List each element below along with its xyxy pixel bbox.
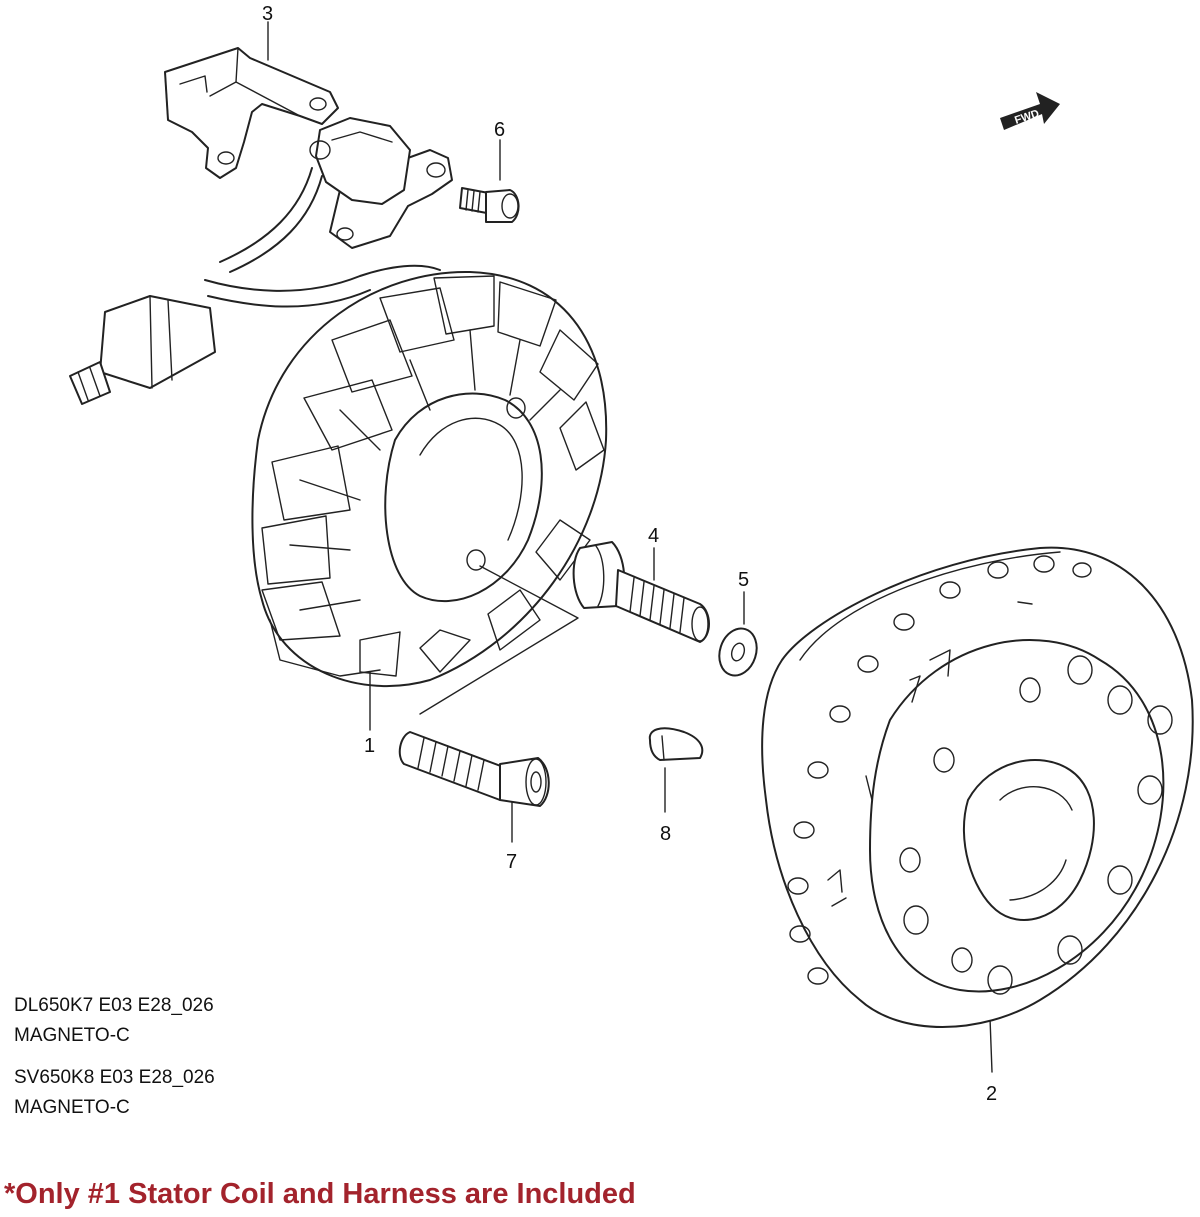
fwd-label: FWD (1013, 108, 1041, 127)
callout-5: 5 (738, 569, 749, 591)
washer-part-5 (718, 627, 758, 677)
callout-7: 7 (506, 851, 517, 873)
callout-4: 4 (648, 525, 659, 547)
fwd-direction-badge: FWD (1000, 92, 1060, 130)
included-parts-note: *Only #1 Stator Coil and Harness are Inc… (4, 1178, 636, 1210)
key-part-8 (648, 727, 704, 761)
bolt-part-6 (459, 187, 520, 223)
callout-2: 2 (986, 1083, 997, 1105)
callout-8: 8 (660, 823, 671, 845)
callout-3: 3 (262, 3, 273, 25)
model-code-1: DL650K7 E03 E28_026 (14, 995, 214, 1016)
leader-lines (267, 21, 993, 1073)
bolt-part-7 (398, 731, 550, 807)
model-code-2: SV650K8 E03 E28_026 (14, 1067, 215, 1088)
callout-1: 1 (364, 735, 375, 757)
stator-coil-part-1 (251, 270, 608, 688)
model-name-2: MAGNETO-C (14, 1097, 130, 1118)
harness-and-pickup (69, 117, 453, 405)
model-name-1: MAGNETO-C (14, 1025, 130, 1046)
rotor-part-2 (761, 546, 1194, 1028)
bolt-part-4 (572, 541, 710, 643)
callout-6: 6 (494, 119, 505, 141)
bracket-part-3 (164, 47, 339, 179)
